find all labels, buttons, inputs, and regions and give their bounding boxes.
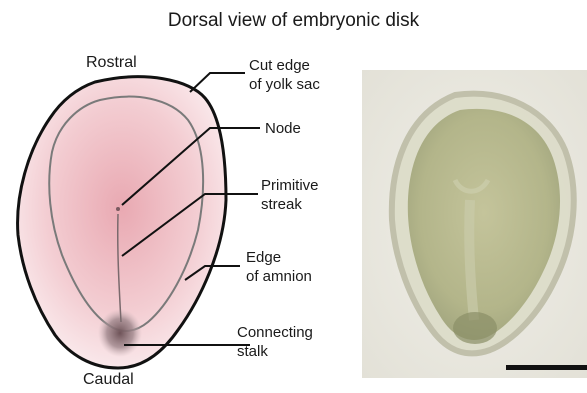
leader-cut-edge (190, 73, 245, 92)
connecting-stalk-label: Connecting stalk (237, 323, 313, 361)
micrograph-photo (362, 70, 587, 378)
cut-edge-label: Cut edge of yolk sac (249, 56, 320, 94)
node-label: Node (265, 119, 301, 138)
node-dot (116, 207, 120, 211)
rostral-label: Rostral (86, 53, 137, 72)
caudal-label: Caudal (83, 370, 134, 389)
primitive-streak-label: Primitive streak (261, 176, 319, 214)
amnion-label: Edge of amnion (246, 248, 312, 286)
